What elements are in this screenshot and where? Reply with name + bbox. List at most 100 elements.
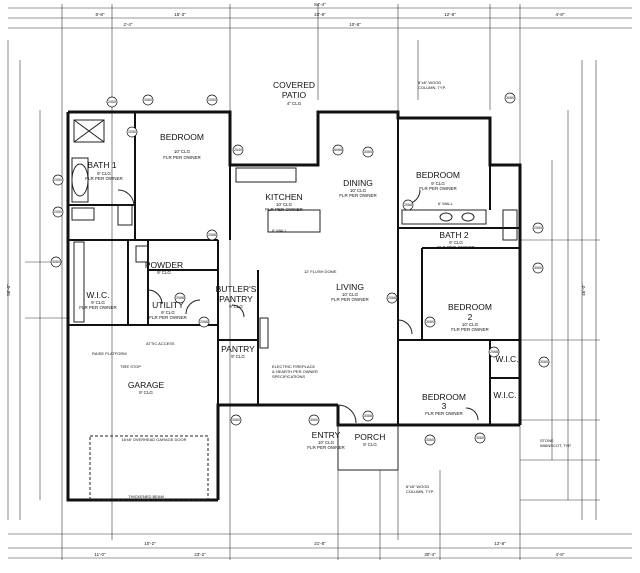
svg-text:6068: 6068 xyxy=(334,148,342,152)
dimension-lines xyxy=(7,4,632,560)
room-utility-sub2: FLR PER OWNER xyxy=(149,315,187,320)
room-bath-1: BATH 1 xyxy=(87,160,116,170)
room-utility-sub: 9' CLG xyxy=(161,310,175,315)
room-butlers-pantry-2: PANTRY xyxy=(219,294,253,304)
room-dining-sub: 10' CLG xyxy=(350,188,367,193)
note-attic-access: ATTIC ACCESS xyxy=(146,341,175,346)
svg-text:2068: 2068 xyxy=(176,296,184,300)
note-thickened-beam: THICKENED BEAM xyxy=(128,494,164,499)
room-bedroom-upper-sub2: FLR PER OWNER xyxy=(419,186,457,191)
room-butlers-pantry-sub: 9' CLG xyxy=(229,304,243,309)
room-entry-sub2: FLR PER OWNER xyxy=(307,445,345,450)
room-kitchen-sub: 10' CLG xyxy=(276,202,293,207)
room-garage: GARAGE xyxy=(128,380,165,390)
room-dining-sub2: FLR PER OWNER xyxy=(339,193,377,198)
note-kitchen-wall: 8' WALL xyxy=(272,228,288,233)
room-porch-sub: 9' CLG xyxy=(363,442,377,447)
note-fireplace-1: ELECTRIC FIREPLACE xyxy=(272,364,315,369)
svg-text:21'-8": 21'-8" xyxy=(314,541,326,546)
note-wood-column-bottom-2: COLUMN, TYP. xyxy=(406,489,434,494)
room-garage-sub: 9' CLG xyxy=(139,390,153,395)
room-covered-patio-line2: PATIO xyxy=(282,90,307,100)
note-tire-stop: TIRE STOP xyxy=(120,364,141,369)
room-utility: UTILITY xyxy=(152,300,184,310)
svg-text:2040: 2040 xyxy=(234,148,242,152)
room-wic-3: W.I.C. xyxy=(493,390,516,400)
svg-text:3060: 3060 xyxy=(476,436,484,440)
room-pantry-sub: 9' CLG xyxy=(231,354,245,359)
room-bedroom-3-sub: FLR PER OWNER xyxy=(425,411,463,416)
svg-text:8'-8": 8'-8" xyxy=(96,12,105,17)
room-bath-2-sub: 9' CLG xyxy=(449,240,463,245)
svg-text:58'-0": 58'-0" xyxy=(6,284,11,296)
room-entry: ENTRY xyxy=(312,430,341,440)
room-living-sub2: FLR PER OWNER xyxy=(331,297,369,302)
svg-text:15'-3": 15'-3" xyxy=(174,12,186,17)
note-raise-platform: RAISE PLATFORM xyxy=(92,351,127,356)
note-flush-dome: 12' FLUSH DOME xyxy=(304,269,337,274)
room-dining: DINING xyxy=(343,178,373,188)
room-covered-patio-sub: 4" CLG xyxy=(287,101,302,106)
room-entry-sub: 10' CLG xyxy=(318,440,335,445)
svg-text:2068: 2068 xyxy=(490,350,498,354)
room-wic-1-sub: 9' CLG xyxy=(91,300,105,305)
room-bath-2-sub2: FLR PER OWNER xyxy=(437,245,475,250)
svg-text:2068: 2068 xyxy=(388,296,396,300)
svg-text:23'-2": 23'-2" xyxy=(194,552,206,557)
note-garage-door: 16'x8' OVERHEAD GARAGE DOOR xyxy=(121,437,186,442)
room-bath-1-sub2: FLR PER OWNER xyxy=(85,176,123,181)
svg-text:2068: 2068 xyxy=(404,203,412,207)
svg-text:46'-0": 46'-0" xyxy=(581,284,586,296)
dimension-labels: 84'-4" 8'-8" 15'-3" 22'-8" 12'-8" 4'-8" … xyxy=(6,2,586,557)
note-wood-column-top-1: 8"x8" WOOD xyxy=(418,80,441,85)
room-butlers-pantry-1: BUTLER'S xyxy=(216,284,257,294)
note-stone-wainscot-2: WAINSCOT, TYP. xyxy=(540,443,572,448)
svg-text:22'-8": 22'-8" xyxy=(314,12,326,17)
room-bedroom-2-sub: 10' CLG xyxy=(462,322,479,327)
svg-text:10'-8": 10'-8" xyxy=(349,22,361,27)
svg-text:3060: 3060 xyxy=(52,260,60,264)
fixtures xyxy=(71,119,518,501)
svg-text:30'-4": 30'-4" xyxy=(424,552,436,557)
note-wood-column-bottom-1: 8"x8" WOOD xyxy=(406,484,429,489)
svg-text:3060: 3060 xyxy=(540,360,548,364)
note-bedroom-wall: 6' WALL xyxy=(438,201,454,206)
room-kitchen: KITCHEN xyxy=(265,192,302,202)
svg-text:2050: 2050 xyxy=(54,178,62,182)
room-bedroom-2-sub2: FLR PER OWNER xyxy=(451,327,489,332)
room-bedroom-2-line1: BEDROOM xyxy=(448,302,492,312)
note-stone-wainscot-1: STONE xyxy=(540,438,554,443)
svg-text:12'-8": 12'-8" xyxy=(444,12,456,17)
room-bedroom-1-sub: 10' CLG xyxy=(174,149,191,154)
svg-text:3060: 3060 xyxy=(506,96,514,100)
room-bedroom-upper-sub: 9' CLG xyxy=(431,181,445,186)
svg-text:2050: 2050 xyxy=(128,130,136,134)
svg-text:3060: 3060 xyxy=(534,266,542,270)
svg-text:4'-8": 4'-8" xyxy=(556,12,565,17)
room-bedroom-1: BEDROOM xyxy=(160,132,204,142)
svg-text:4'-8": 4'-8" xyxy=(556,552,565,557)
room-bedroom-3-line1: BEDROOM xyxy=(422,392,466,402)
room-living-sub: 10' CLG xyxy=(342,292,359,297)
svg-text:3060: 3060 xyxy=(364,150,372,154)
svg-text:2068: 2068 xyxy=(200,320,208,324)
room-bedroom-2-line2: 2 xyxy=(468,312,473,322)
room-wic-1: W.I.C. xyxy=(86,290,109,300)
svg-text:12'-8": 12'-8" xyxy=(494,541,506,546)
svg-text:3060: 3060 xyxy=(232,418,240,422)
room-bath-2: BATH 2 xyxy=(439,230,468,240)
room-bedroom-1-sub2: FLR PER OWNER xyxy=(163,155,201,160)
svg-text:2050: 2050 xyxy=(54,210,62,214)
note-fireplace-2: & HEARTH PER OWNER xyxy=(272,369,318,374)
door-swings xyxy=(117,189,479,424)
svg-text:2050: 2050 xyxy=(208,98,216,102)
svg-text:3060: 3060 xyxy=(426,320,434,324)
room-bedroom-upper: BEDROOM xyxy=(416,170,460,180)
room-bedroom-3-line2: 3 xyxy=(442,401,447,411)
room-porch: PORCH xyxy=(355,432,386,442)
room-living: LIVING xyxy=(336,282,364,292)
room-pantry: PANTRY xyxy=(221,344,255,354)
svg-text:3068: 3068 xyxy=(364,414,372,418)
